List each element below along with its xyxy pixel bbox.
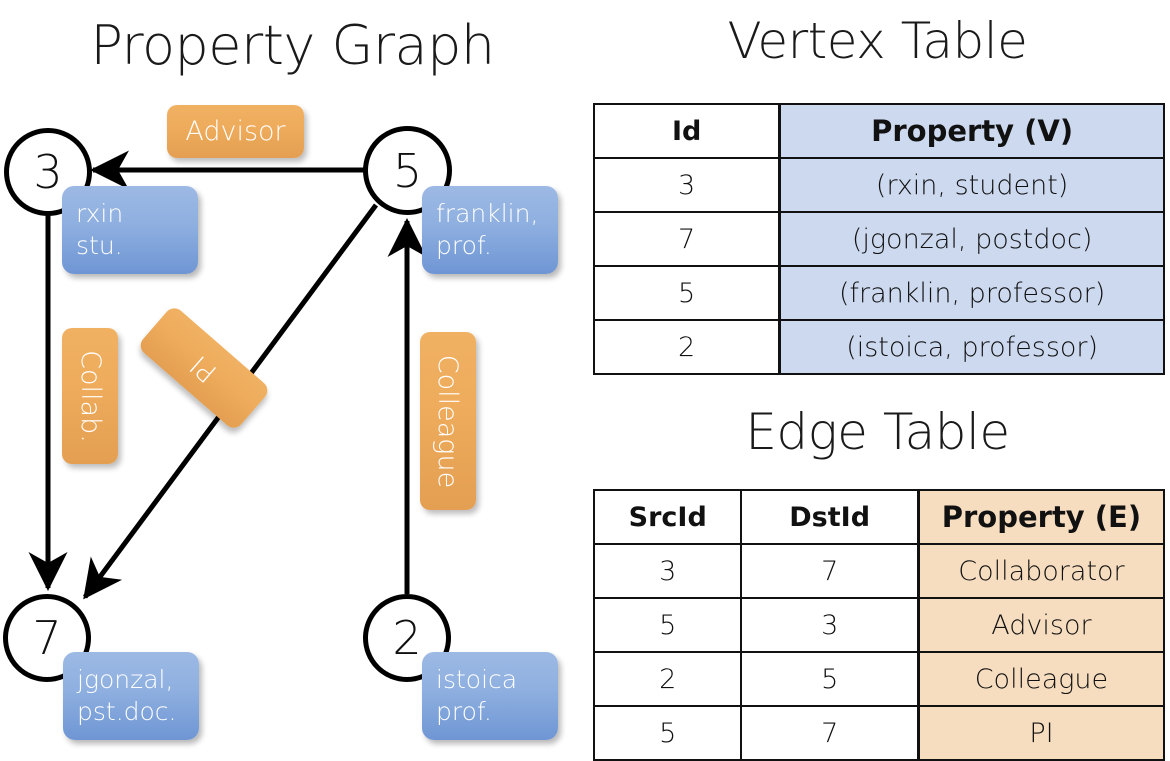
vertex-table: Id Property (V) 3 (rxin, student) 7 (jgo… [593, 103, 1166, 375]
node-property-5-line1: franklin, [436, 199, 539, 228]
node-property-2-line2: prof. [436, 697, 492, 726]
table-row: 5 (franklin, professor) [593, 265, 1166, 321]
vertex-table-header-property: Property (V) [778, 103, 1166, 159]
edge-cell-property: PI [916, 705, 1165, 761]
edge-label-colleague: Colleague [420, 332, 476, 510]
vertex-cell-id: 7 [593, 211, 781, 267]
graph-node-3-label: 3 [33, 145, 63, 199]
graph-node-5-label: 5 [392, 143, 423, 198]
vertex-cell-id: 5 [593, 265, 781, 321]
edge-cell-property: Collaborator [916, 543, 1165, 599]
node-property-3-line1: rxin [76, 199, 124, 228]
page-title-property-graph: Property Graph [90, 14, 495, 77]
edge-cell-dstid: 3 [740, 597, 920, 653]
vertex-table-header-row: Id Property (V) [593, 103, 1166, 159]
edge-label-colleague-text: Colleague [432, 354, 464, 488]
edge-label-pi-text: PI [184, 348, 224, 388]
edge-table: SrcId DstId Property (E) 3 7 Collaborato… [592, 489, 1165, 761]
node-property-5-line2: prof. [436, 231, 492, 260]
node-property-box-7: jgonzal, pst.doc. [63, 652, 199, 740]
page-title-edge-table: Edge Table [745, 403, 1010, 461]
edge-label-collab: Collab. [62, 328, 118, 464]
vertex-cell-property: (jgonzal, postdoc) [778, 211, 1166, 267]
edge-label-advisor-text: Advisor [185, 116, 286, 147]
edge-table-header-property: Property (E) [916, 489, 1165, 545]
table-row: 5 7 PI [592, 705, 1165, 761]
vertex-cell-id: 2 [593, 319, 781, 375]
graph-node-2[interactable]: 2 [363, 594, 451, 682]
node-property-box-2: istoica prof. [422, 652, 558, 740]
graph-node-7-label: 7 [32, 611, 62, 665]
edge-table-header-srcid: SrcId [592, 489, 743, 545]
edge-cell-srcid: 5 [592, 705, 743, 761]
vertex-cell-property: (istoica, professor) [778, 319, 1166, 375]
page-title-vertex-table: Vertex Table [727, 12, 1028, 70]
vertex-table-header-id: Id [593, 103, 781, 159]
edge-table-header-dstid: DstId [740, 489, 920, 545]
edge-cell-dstid: 7 [740, 705, 920, 761]
edge-cell-srcid: 3 [592, 543, 743, 599]
edge-label-collab-text: Collab. [74, 349, 106, 443]
edge-cell-srcid: 5 [592, 597, 743, 653]
edge-cell-property: Colleague [916, 651, 1165, 707]
edge-cell-property: Advisor [916, 597, 1165, 653]
edge-cell-dstid: 5 [740, 651, 920, 707]
table-row: 7 (jgonzal, postdoc) [593, 211, 1166, 267]
vertex-cell-property: (rxin, student) [778, 157, 1166, 213]
edge-cell-dstid: 7 [740, 543, 920, 599]
vertex-cell-id: 3 [593, 157, 781, 213]
node-property-box-3: rxin stu. [62, 186, 198, 274]
node-property-2-line1: istoica [436, 665, 518, 694]
table-row: 2 5 Colleague [592, 651, 1165, 707]
node-property-box-5: franklin, prof. [422, 186, 558, 274]
table-row: 5 3 Advisor [592, 597, 1165, 653]
table-row: 2 (istoica, professor) [593, 319, 1166, 375]
node-property-7-line1: jgonzal, [77, 665, 174, 694]
node-property-3-line2: stu. [76, 231, 123, 260]
edge-label-advisor: Advisor [167, 105, 304, 158]
node-property-7-line2: pst.doc. [77, 697, 177, 726]
table-row: 3 7 Collaborator [592, 543, 1165, 599]
graph-node-5[interactable]: 5 [363, 126, 452, 215]
edge-cell-srcid: 2 [592, 651, 743, 707]
vertex-cell-property: (franklin, professor) [778, 265, 1166, 321]
table-row: 3 (rxin, student) [593, 157, 1166, 213]
graph-node-2-label: 2 [392, 611, 422, 665]
edge-table-header-row: SrcId DstId Property (E) [592, 489, 1165, 545]
